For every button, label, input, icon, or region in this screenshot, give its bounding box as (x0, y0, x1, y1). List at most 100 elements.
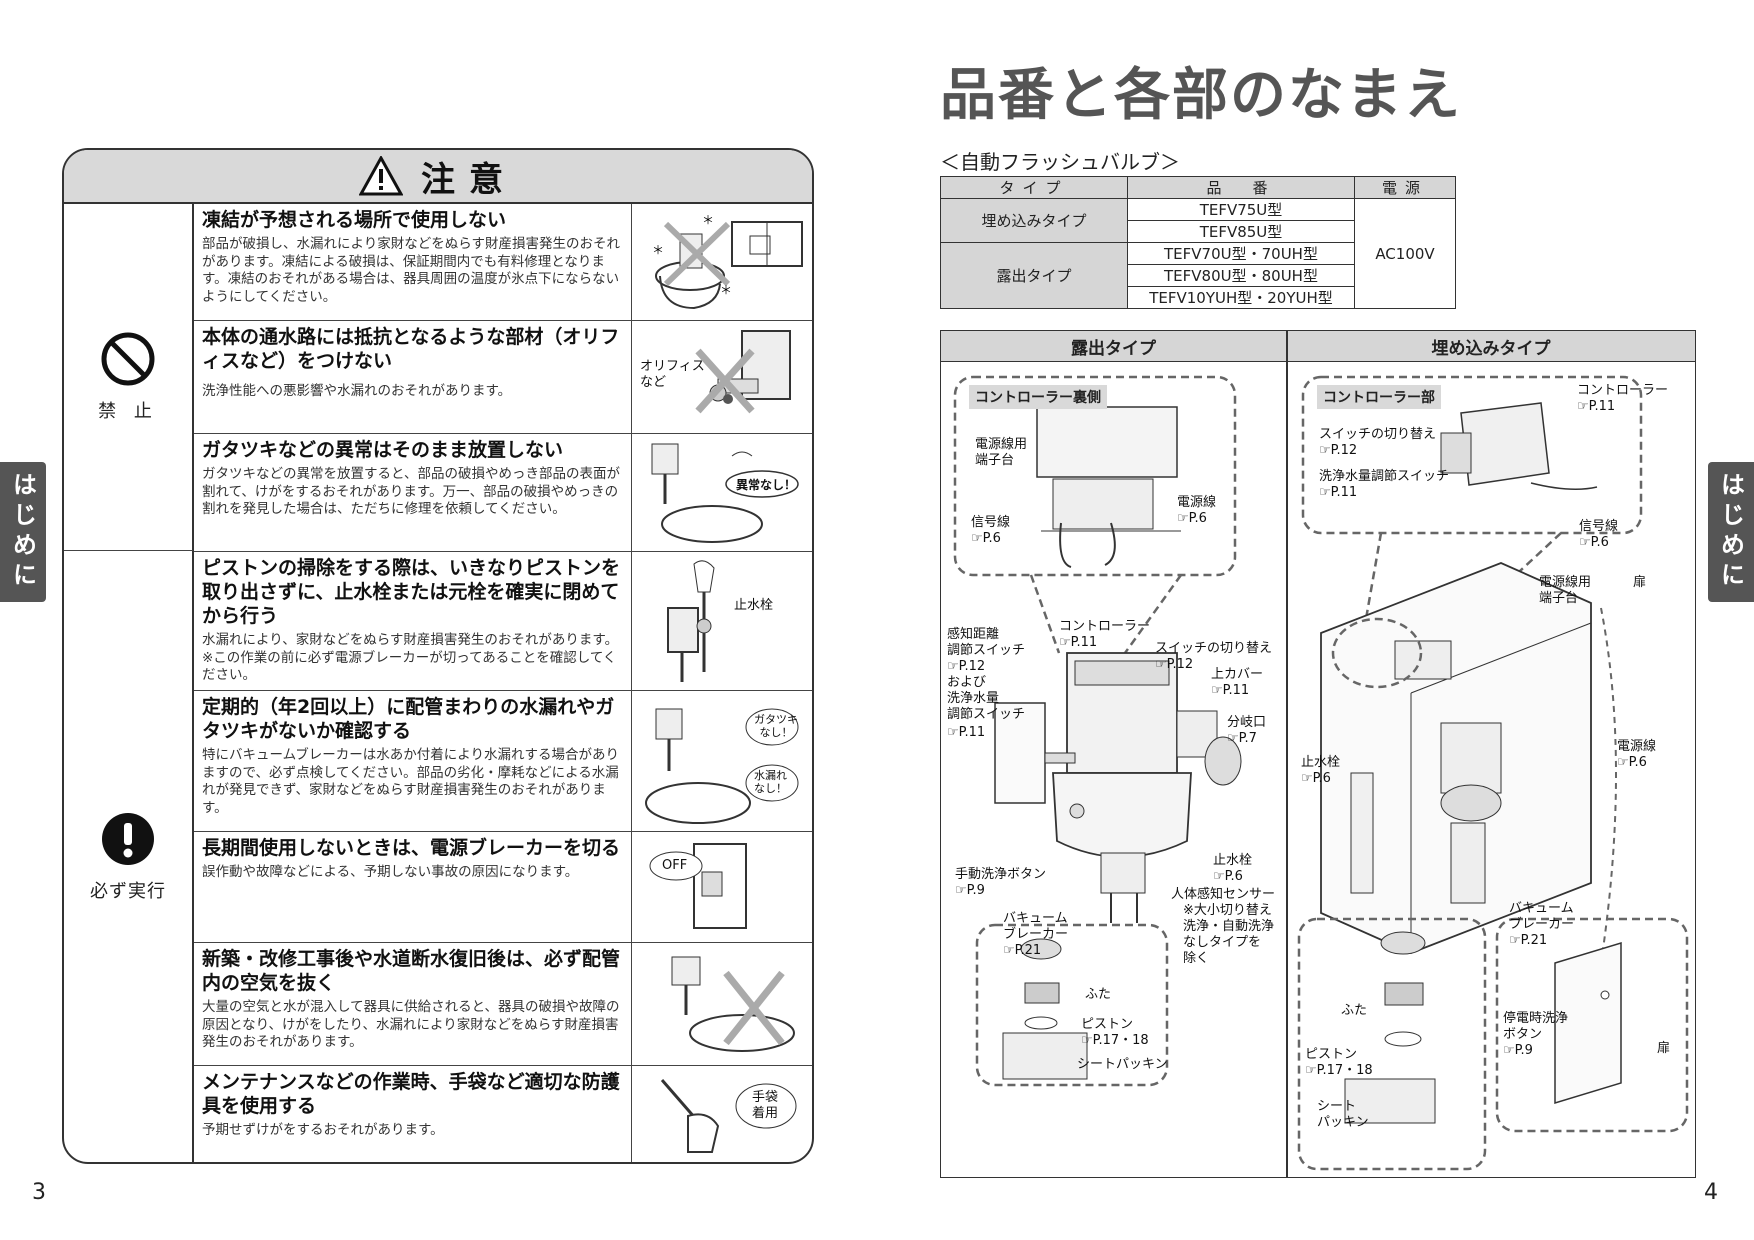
ref-and-volume[interactable]: ☞P.11 (947, 725, 986, 740)
ref-volume-switch[interactable]: ☞P.11 (1319, 485, 1358, 500)
spec-model: TEFV85U型 (1127, 220, 1355, 243)
label-door-detail: 扉 (1657, 1041, 1671, 1056)
spec-power: AC100V (1354, 198, 1456, 309)
row-heading: 定期的（年2回以上）に配管まわりの水漏れやガタツキがないか確認する (202, 696, 615, 742)
label-and-volume: および 洗浄水量 調節スイッチ (947, 675, 1026, 722)
category-mandatory: 必ず実行 (64, 551, 194, 1162)
section-subtitle: ＜自動フラッシュバルブ＞ (940, 150, 1180, 174)
off-label: OFF (662, 858, 688, 873)
label-stop-valve: 止水栓 (1301, 755, 1341, 770)
row-heading: メンテナンスなどの作業時、手袋など適切な防護具を使用する (202, 1071, 620, 1117)
caution-row-gloves: メンテナンスなどの作業時、手袋など適切な防護具を使用する 予期せずけがをするおそ… (194, 1066, 812, 1162)
row-body: 水漏れにより、家財などをぬらす財産損害発生のおそれがあります。 ※この作業の前に… (202, 632, 619, 683)
ref-manual-button[interactable]: ☞P.9 (955, 883, 985, 898)
spec-model: TEFV70U型・70UH型 (1127, 242, 1355, 265)
label-volume-switch: 洗浄水量調節スイッチ (1319, 469, 1450, 484)
side-tab-left[interactable]: はじめに (0, 462, 46, 602)
ref-signal-line[interactable]: ☞P.6 (1579, 535, 1609, 550)
label-door: 扉 (1633, 575, 1647, 590)
orifice-label: オリフィス など (640, 359, 705, 390)
rattle-illustration: 異常なし！ (632, 434, 812, 551)
caution-row-piston: ピストンの掃除をする際は、いきなりピストンを取り出さずに、止水栓または元栓を確実… (194, 552, 812, 691)
row-heading: ガタツキなどの異常はそのまま放置しない (202, 439, 564, 461)
page-number-right: 4 (1704, 1180, 1718, 1205)
label-terminal: 電源線用 端子台 (975, 437, 1028, 468)
ref-switch-change[interactable]: ☞P.12 (1155, 657, 1194, 672)
column-header-buried: 埋め込みタイプ (1287, 331, 1695, 362)
ref-vacuum-breaker[interactable]: ☞P.21 (1003, 943, 1042, 958)
stop-valve-label: 止水栓 (734, 598, 774, 613)
speech-bubble-no-issue: 異常なし！ (736, 478, 797, 492)
svg-text:＊: ＊ (652, 243, 664, 257)
label-body-sensor: 人体感知センサー (1171, 887, 1276, 902)
label-lid: ふた (1341, 1003, 1368, 1018)
spec-header-power: 電源 (1354, 176, 1456, 199)
row-body: 洗浄性能への悪影響や水漏れのおそれがあります。 (202, 383, 512, 399)
box-title-controller-back: コントローラー裏側 (969, 385, 1107, 409)
label-branch: 分岐口 (1227, 715, 1267, 730)
spec-model: TEFV75U型 (1127, 198, 1355, 221)
label-controller: コントローラー (1059, 619, 1151, 634)
svg-text:＊: ＊ (702, 213, 714, 227)
row-body: 誤作動や故障などによる、予期しない事故の原因になります。 (202, 864, 579, 880)
caution-panel: 注意 禁 止 必ず実行 凍結が予想される場所で使用しない 部品が破損し、水漏れに… (62, 148, 814, 1164)
ref-upper-cover[interactable]: ☞P.11 (1211, 683, 1250, 698)
stop-valve-illustration: 止水栓 (632, 552, 812, 690)
caution-row-rattle: ガタツキなどの異常はそのまま放置しない ガタツキなどの異常を放置すると、部品の破… (194, 434, 812, 552)
ref-controller[interactable]: ☞P.11 (1059, 635, 1098, 650)
label-controller: コントローラー (1577, 383, 1669, 398)
warning-icon (359, 156, 403, 196)
ref-outage-button[interactable]: ☞P.9 (1503, 1043, 1533, 1058)
row-body: 部品が破損し、水漏れにより家財などをぬらす財産損害発生のおそれがあります。凍結に… (202, 236, 620, 305)
caution-title: 注意 (421, 159, 517, 200)
label-terminal: 電源線用 端子台 (1539, 575, 1592, 606)
spec-table: タイプ 品 番 電源 埋め込みタイプ TEFV75U型 AC100V TEFV8… (940, 176, 1456, 309)
caution-row-freezing: 凍結が予想される場所で使用しない 部品が破損し、水漏れにより家財などをぬらす財産… (194, 204, 812, 321)
ref-piston[interactable]: ☞P.17・18 (1305, 1063, 1373, 1078)
label-upper-cover: 上カバー (1211, 667, 1264, 682)
row-body: ガタツキなどの異常を放置すると、部品の破損やめっき部品の表面が割れて、けがをする… (202, 466, 620, 517)
parts-diagram: 露出タイプ 埋め込みタイプ (940, 330, 1696, 1178)
row-heading: 凍結が予想される場所で使用しない (202, 209, 507, 231)
label-signal-line: 信号線 (1579, 519, 1619, 534)
air-illustration (632, 943, 812, 1065)
ref-switch-change[interactable]: ☞P.12 (1319, 443, 1358, 458)
prohibition-icon (101, 332, 155, 386)
category-label: 禁 止 (98, 401, 158, 422)
spec-type-exposed: 露出タイプ (940, 242, 1128, 309)
label-power-line: 電源線 (1177, 495, 1217, 510)
ref-stop-valve[interactable]: ☞P.6 (1301, 771, 1331, 786)
label-piston: ピストン (1305, 1047, 1358, 1062)
label-seat-packing: シートパッキン (1077, 1057, 1168, 1072)
ref-power-line[interactable]: ☞P.6 (1177, 511, 1207, 526)
caution-row-inspect: 定期的（年2回以上）に配管まわりの水漏れやガタツキがないか確認する 特にバキュー… (194, 691, 812, 832)
spec-model: TEFV80U型・80UH型 (1127, 264, 1355, 287)
spec-header-model: 品 番 (1127, 176, 1355, 199)
ref-vacuum-breaker[interactable]: ☞P.21 (1509, 933, 1548, 948)
ref-signal-line[interactable]: ☞P.6 (971, 531, 1001, 546)
spec-type-buried: 埋め込みタイプ (940, 198, 1128, 243)
row-body: 予期せずけがをするおそれがあります。 (202, 1122, 444, 1138)
ref-power-line[interactable]: ☞P.6 (1617, 755, 1647, 770)
label-vacuum-breaker: バキューム ブレーカー (1509, 901, 1575, 932)
ref-branch[interactable]: ☞P.7 (1227, 731, 1257, 746)
caution-row-breaker: 長期間使用しないときは、電源ブレーカーを切る 誤作動や故障などによる、予期しない… (194, 832, 812, 943)
ref-sensor-switch[interactable]: ☞P.12 (947, 659, 986, 674)
ref-controller[interactable]: ☞P.11 (1577, 399, 1616, 414)
mandatory-icon (102, 812, 154, 865)
orifice-illustration: オリフィス など (632, 321, 812, 433)
row-heading: 本体の通水路には抵抗となるような部材（オリフィスなど）をつけない (202, 326, 620, 372)
side-tab-right[interactable]: はじめに (1708, 462, 1754, 602)
ref-piston[interactable]: ☞P.17・18 (1081, 1033, 1149, 1048)
label-seat-packing: シート パッキン (1317, 1099, 1369, 1130)
ref-stop-valve[interactable]: ☞P.6 (1213, 869, 1243, 884)
freezing-illustration: ＊ ＊ ＊ (632, 204, 812, 320)
label-manual-button: 手動洗浄ボタン (955, 867, 1047, 882)
label-piston: ピストン (1081, 1017, 1134, 1032)
svg-text:＊: ＊ (720, 283, 732, 297)
column-header-exposed: 露出タイプ (941, 331, 1287, 362)
spec-header-type: タイプ (940, 176, 1128, 199)
row-body: 大量の空気と水が混入して器具に供給されると、器具の破損や故障の原因となり、けがを… (202, 999, 620, 1050)
caution-row-air: 新築・改修工事後や水道断水復旧後は、必ず配管内の空気を抜く 大量の空気と水が混入… (194, 943, 812, 1066)
speech-bubble-no-leak: 水漏れ なし！ (754, 769, 787, 795)
